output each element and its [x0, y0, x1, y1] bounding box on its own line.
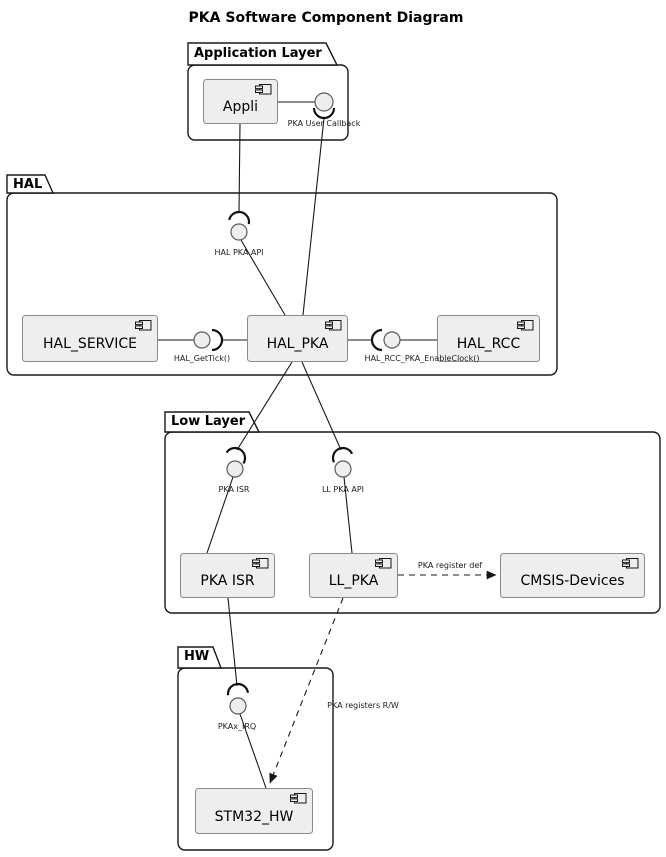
component-ll-pka: LL_PKA — [309, 553, 398, 598]
package-low-layer-label: Low Layer — [171, 414, 246, 429]
interface-label-hal-gettick: HAL_GetTick() — [173, 354, 231, 363]
component-label: HAL_RCC — [456, 336, 521, 352]
ball-pka-isr — [226, 460, 244, 478]
component-hal-pka: HAL_PKA — [247, 315, 348, 362]
component-icon — [255, 84, 272, 95]
socket-hal-pka-api — [228, 210, 251, 225]
component-label: HAL_SERVICE — [43, 336, 137, 352]
interface-label-ll-pka-api: LL PKA API — [321, 485, 365, 494]
interface-label-pkax-irq: PKAx_IRQ — [217, 722, 257, 731]
socket-ll-pka-api — [331, 446, 354, 463]
package-hal-label: HAL — [13, 177, 43, 192]
socket-hal-rcc-enableclock — [370, 328, 383, 352]
edge-pka-isr-if-to-pka-isr — [206, 476, 234, 554]
interface-label-hal-pka-api: HAL PKA API — [214, 248, 264, 257]
package-hal-tab — [6, 174, 55, 194]
interface-label-hal-rcc-enableclock: HAL_RCC_PKA_EnableClock() — [364, 354, 480, 363]
connector-label-pka-registers-rw: PKA registers R/W — [327, 701, 399, 710]
edge-callback-to-hal-pka — [302, 117, 325, 316]
component-icon — [290, 793, 307, 804]
interface-label-pka-isr: PKA ISR — [218, 485, 250, 494]
component-icon — [517, 320, 534, 331]
ball-hal-gettick — [193, 331, 211, 349]
component-cmsis-devices: CMSIS-Devices — [500, 553, 645, 598]
component-icon — [252, 558, 269, 569]
socket-pka-isr — [225, 446, 247, 465]
socket-pkax-irq — [226, 682, 250, 696]
component-label: PKA ISR — [200, 573, 255, 589]
edge-hal-pka-to-pka-isr-if — [236, 361, 293, 451]
component-label: HAL_PKA — [266, 336, 329, 352]
ball-hal-pka-api — [230, 223, 248, 241]
component-label: LL_PKA — [328, 573, 379, 589]
component-appli: Appli — [203, 79, 278, 124]
interface-label-pka-user-callback: PKA User Callback — [287, 119, 361, 128]
edge-appli-to-hal-pka-api — [238, 123, 241, 213]
diagram-title: PKA Software Component Diagram — [188, 10, 464, 26]
edge-hal-pka-to-ll-pka-api — [301, 361, 342, 451]
ball-ll-pka-api — [334, 460, 352, 478]
package-low-layer-tab — [164, 411, 261, 433]
package-hw-tab — [177, 646, 223, 669]
edge-ll-pka-api-to-ll-pka — [343, 476, 353, 554]
component-icon — [375, 558, 392, 569]
component-stm32-hw: STM32_HW — [195, 788, 313, 834]
connector-label-pka-register-def: PKA register def — [417, 561, 483, 570]
package-hw-label: HW — [184, 649, 210, 664]
component-hal-rcc: HAL_RCC — [437, 315, 540, 362]
package-application-layer-tab — [187, 42, 339, 66]
component-hal-service: HAL_SERVICE — [22, 315, 158, 362]
component-label: Appli — [222, 99, 259, 115]
edge-hal-pka-api-to-hal-pka — [240, 239, 286, 316]
edge-pka-isr-to-pkax-irq — [227, 597, 238, 687]
ball-pka-user-callback — [314, 92, 334, 112]
ball-pkax-irq — [229, 697, 247, 715]
socket-pka-user-callback — [312, 107, 336, 120]
arrow-ll-pka-to-stm32-hw — [269, 597, 344, 784]
component-label: CMSIS-Devices — [520, 573, 625, 589]
component-pka-isr: PKA ISR — [180, 553, 275, 598]
component-label: STM32_HW — [214, 808, 294, 825]
socket-hal-gettick — [211, 328, 224, 352]
component-icon — [135, 320, 152, 331]
ball-hal-rcc-enableclock — [383, 331, 401, 349]
edge-pkax-irq-to-stm32-hw — [239, 713, 267, 789]
component-icon — [325, 320, 342, 331]
component-icon — [622, 558, 639, 569]
package-application-layer-label: Application Layer — [194, 46, 322, 61]
